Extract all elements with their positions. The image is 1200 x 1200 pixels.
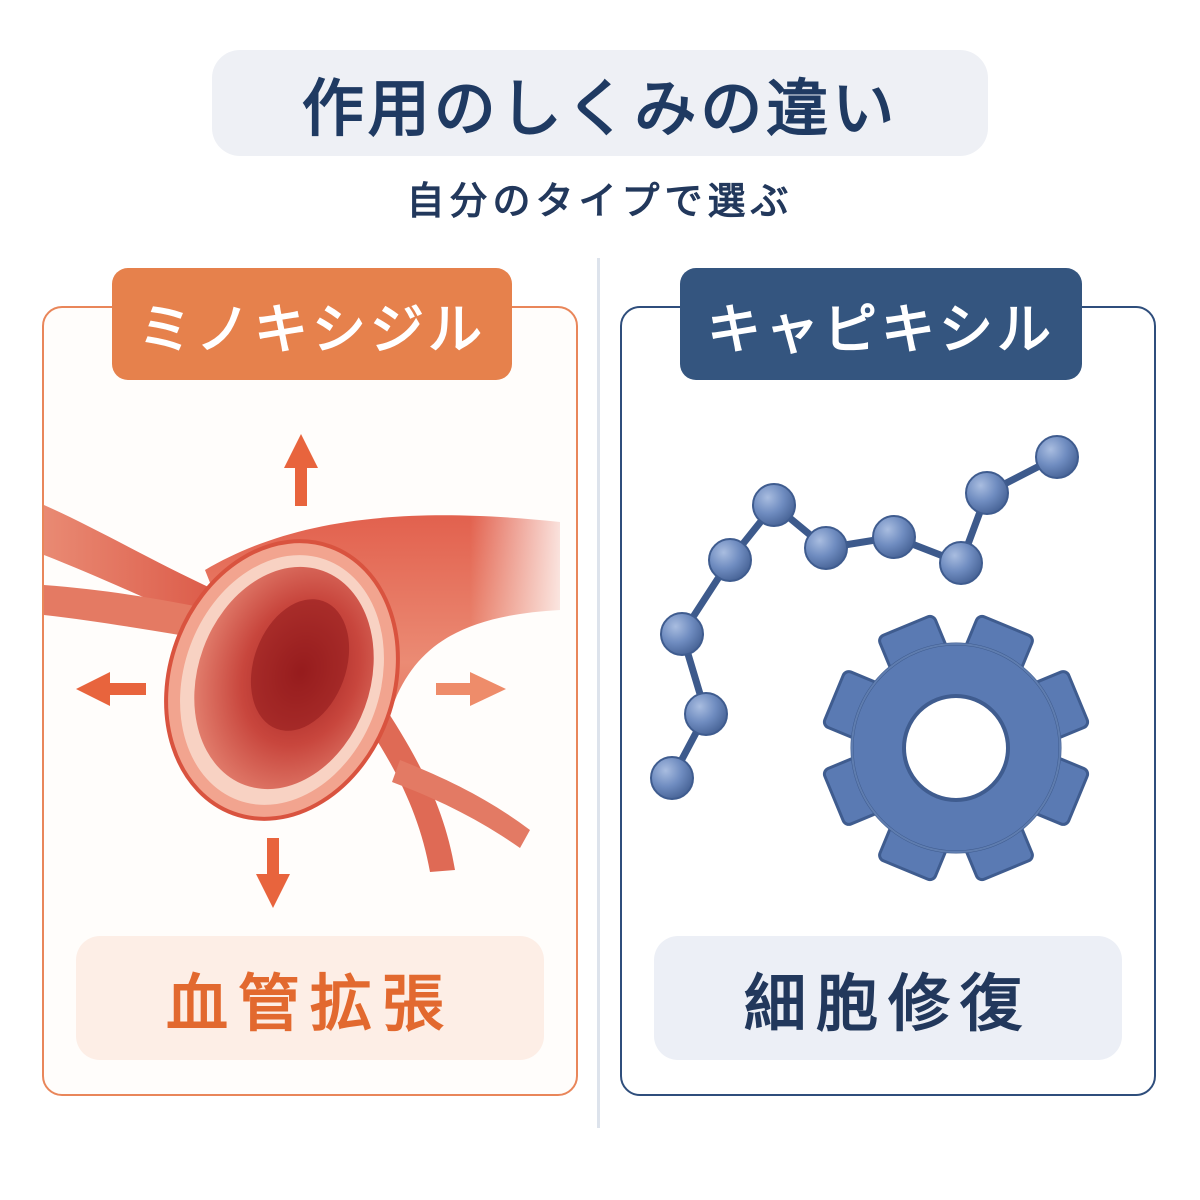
gear-icon bbox=[822, 614, 1090, 882]
page-subtitle: 自分のタイプで選ぶ bbox=[406, 179, 794, 223]
center-divider bbox=[597, 258, 600, 1128]
page-title: 作用のしくみの違い bbox=[301, 72, 899, 145]
arrow-up-icon bbox=[284, 434, 318, 506]
arrow-down-icon bbox=[256, 838, 290, 908]
blood-vessel-icon bbox=[44, 434, 576, 908]
arrow-right-icon bbox=[436, 672, 506, 706]
cell-repair-result: 細胞修復 bbox=[654, 936, 1122, 1060]
title-banner: 作用のしくみの違い bbox=[212, 50, 988, 156]
vasodilation-result: 血管拡張 bbox=[76, 936, 544, 1060]
molecule-chain-icon bbox=[650, 435, 1079, 800]
capixyl-label: キャピキシル bbox=[680, 268, 1082, 380]
arrow-left-icon bbox=[76, 672, 146, 706]
minoxidil-label: ミノキシジル bbox=[112, 268, 512, 380]
